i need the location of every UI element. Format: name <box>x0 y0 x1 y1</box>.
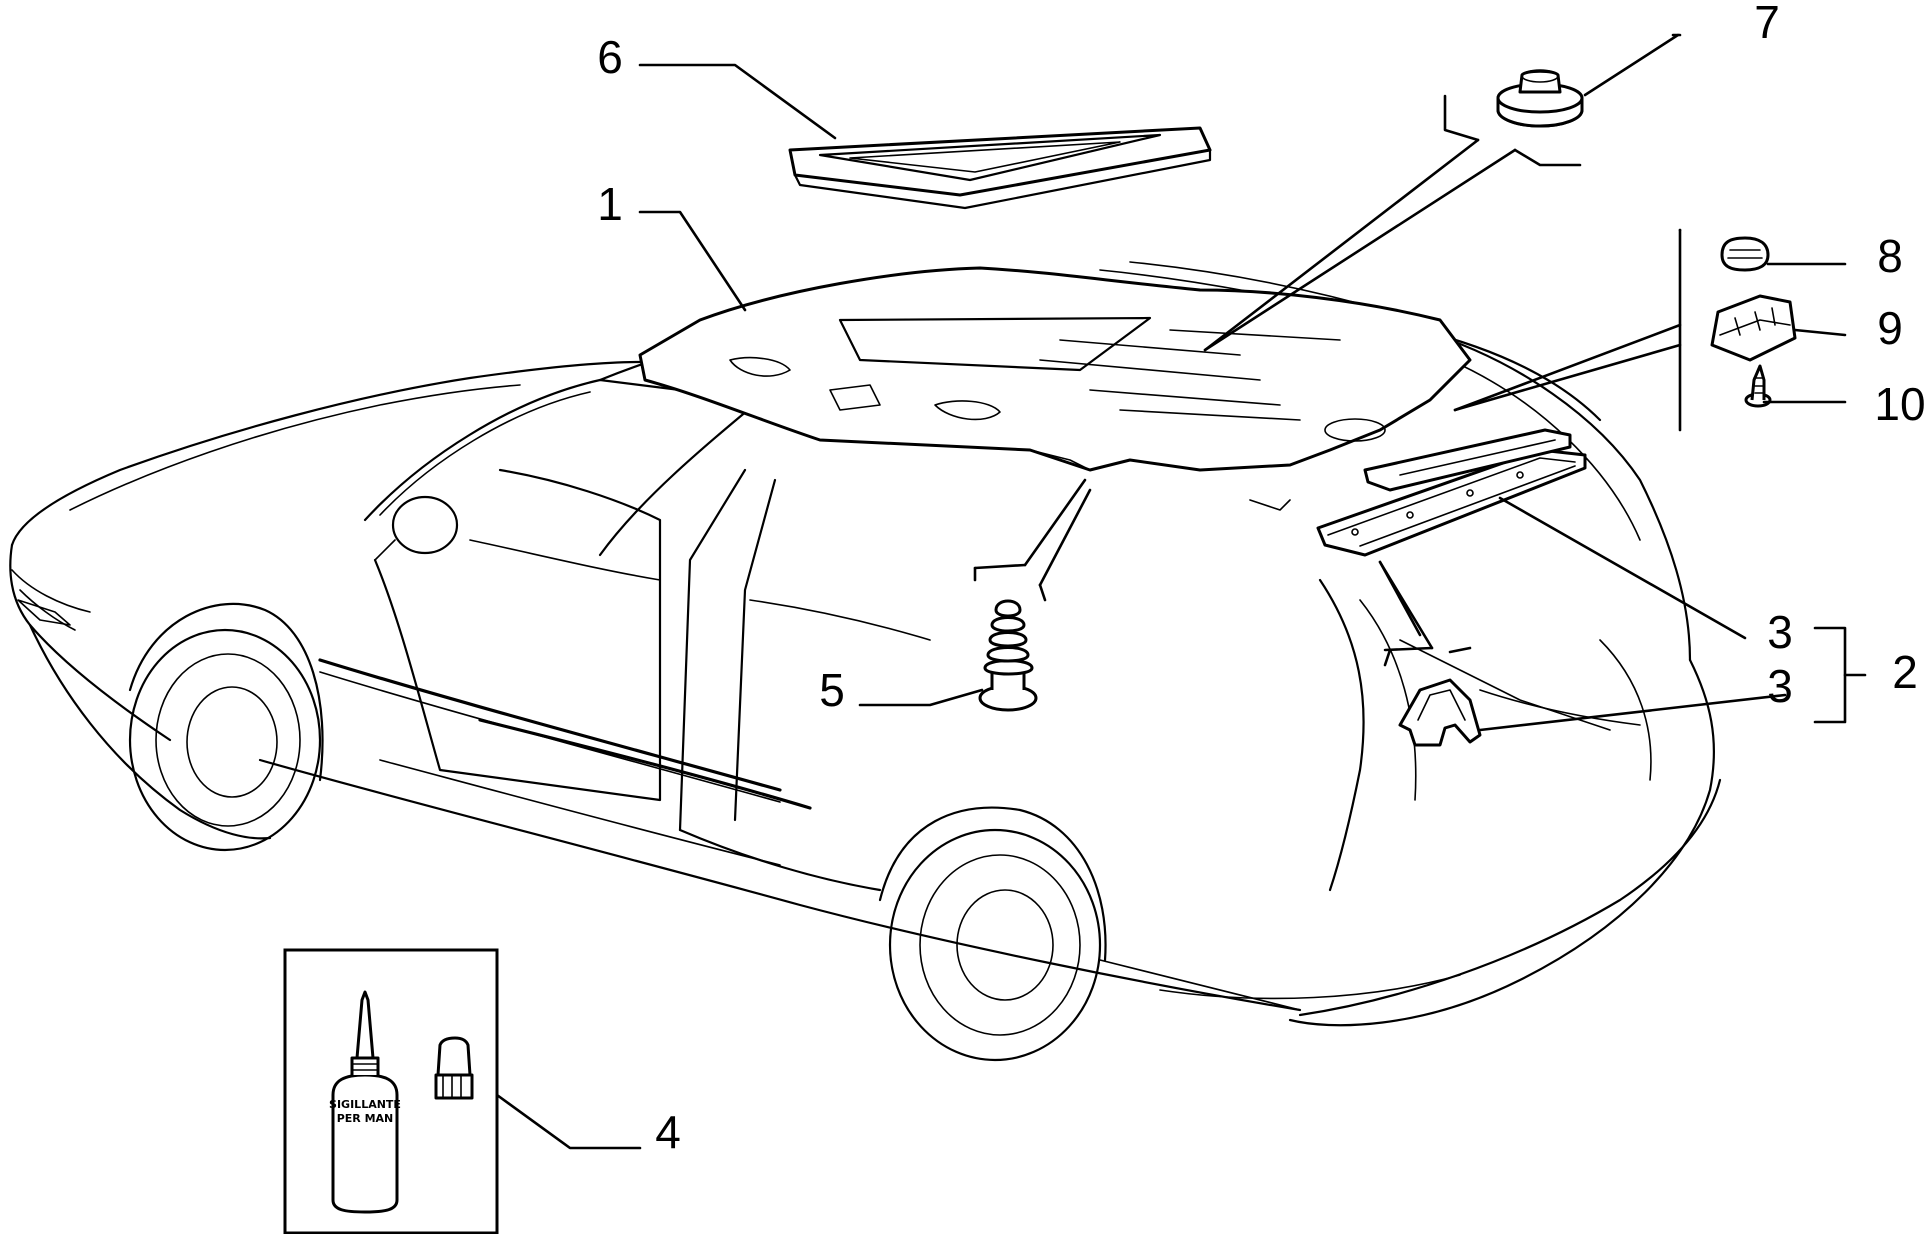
callout-4: 4 <box>655 1106 681 1158</box>
push-fastener-part <box>978 599 1038 712</box>
callout-3-lower: 3 <box>1767 660 1793 712</box>
car-body-outline <box>9 261 1722 1062</box>
clip-part <box>1720 236 1770 272</box>
callout-2: 2 <box>1892 646 1918 698</box>
plug-part <box>1496 69 1584 128</box>
callout-9: 9 <box>1877 302 1903 354</box>
rear-rail-part <box>1316 428 1587 557</box>
callout-5: 5 <box>819 664 845 716</box>
callout-labels: 6 1 7 8 9 10 3 3 2 5 4 <box>597 0 1925 1158</box>
callout-3-upper: 3 <box>1767 606 1793 658</box>
callout-6: 6 <box>597 31 623 83</box>
leader-lines <box>495 33 1867 1150</box>
bottle-label-line1: SIGILLANTE <box>329 1098 401 1111</box>
callout-1: 1 <box>597 178 623 230</box>
callout-8: 8 <box>1877 230 1903 282</box>
sunroof-frame <box>788 126 1212 210</box>
bottle-label-line2: PER MAN <box>337 1112 394 1125</box>
nozzle-cap <box>434 1036 474 1100</box>
sealant-kit-box: SIGILLANTE PER MAN <box>283 948 499 1234</box>
callout-10: 10 <box>1874 378 1925 430</box>
screw-part <box>1744 364 1772 408</box>
headliner-panel <box>638 266 1472 511</box>
holder-part <box>1710 294 1797 362</box>
sealant-bottle: SIGILLANTE PER MAN <box>329 990 401 1214</box>
bracket-part <box>1398 678 1482 747</box>
callout-7: 7 <box>1754 0 1780 48</box>
